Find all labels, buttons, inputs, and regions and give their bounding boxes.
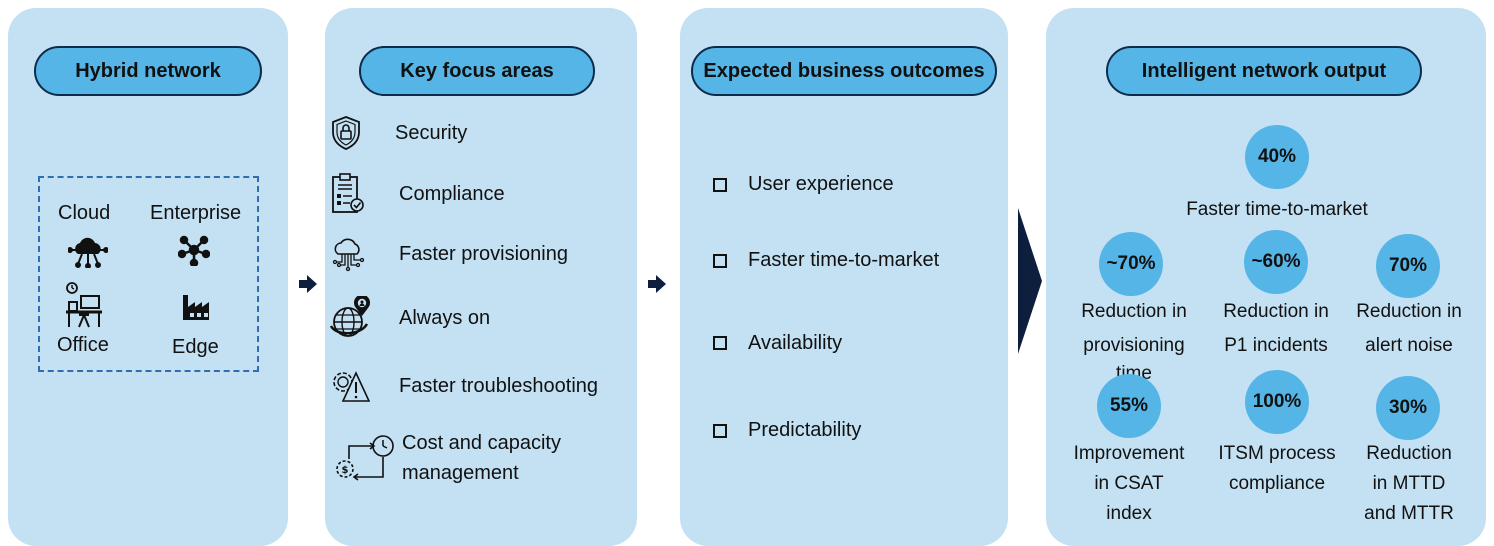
metric-label: ITSM process bbox=[1218, 443, 1336, 464]
focus-label-always-on: Always on bbox=[399, 306, 491, 329]
checkbox-icon bbox=[713, 178, 727, 192]
chevron-right-icon bbox=[1018, 208, 1042, 354]
office-label: Office bbox=[57, 334, 109, 356]
metric-label: index bbox=[1106, 503, 1152, 524]
cloud-label: Cloud bbox=[58, 202, 111, 224]
cloud-network-icon bbox=[68, 237, 108, 268]
focus-label-faster-provisioning: Faster provisioning bbox=[399, 242, 568, 265]
checkbox-icon bbox=[713, 424, 727, 438]
expected-business-outcomes-title: Expected business outcomes bbox=[691, 46, 997, 96]
metric-value-circle: ~70% bbox=[1099, 232, 1163, 296]
metric-value-circle: ~60% bbox=[1244, 230, 1308, 294]
hybrid-network-title: Hybrid network bbox=[34, 46, 262, 96]
metric-label: Faster time-to-market bbox=[1186, 199, 1368, 220]
focus-label-faster-troubleshooting: Faster troubleshooting bbox=[399, 374, 599, 397]
enterprise-label: Enterprise bbox=[150, 202, 242, 224]
metric-label: P1 incidents bbox=[1224, 335, 1328, 356]
focus-label-compliance: Compliance bbox=[399, 182, 505, 205]
svg-text:$: $ bbox=[342, 465, 349, 476]
metric-label: Improvement bbox=[1073, 443, 1185, 464]
hub-network-icon bbox=[178, 235, 210, 266]
metric-label: alert noise bbox=[1365, 335, 1453, 356]
gear-warning-icon bbox=[333, 371, 370, 402]
outcome-availability: Availability bbox=[748, 332, 843, 354]
globe-user-icon bbox=[330, 296, 370, 337]
metric-label: Reduction in bbox=[1081, 301, 1187, 322]
intelligent-network-output-title: Intelligent network output bbox=[1106, 46, 1422, 96]
cloud-circuit-icon bbox=[332, 238, 365, 272]
focus-item-faster-provisioning: Faster provisioning bbox=[330, 236, 568, 272]
metric-label: in MTTD bbox=[1372, 473, 1446, 494]
expected-business-outcomes-panel bbox=[680, 8, 1008, 546]
key-focus-areas-title: Key focus areas bbox=[359, 46, 595, 96]
metric-label: compliance bbox=[1228, 473, 1326, 494]
checkbox-icon bbox=[713, 336, 727, 350]
metric-value-circle: 30% bbox=[1376, 376, 1440, 440]
metric-label: Reduction bbox=[1366, 443, 1452, 464]
focus-item-security: Security bbox=[330, 115, 467, 151]
clipboard-check-icon bbox=[332, 173, 364, 213]
arrow-right-icon bbox=[299, 275, 317, 293]
factory-icon bbox=[183, 295, 209, 320]
arrow-right-icon bbox=[648, 275, 666, 293]
metric-value-circle: 70% bbox=[1376, 234, 1440, 298]
edge-label: Edge bbox=[172, 336, 219, 358]
checkbox-icon bbox=[713, 254, 727, 268]
metric-value-circle: 55% bbox=[1097, 374, 1161, 438]
key-focus-areas-panel bbox=[325, 8, 637, 546]
focus-item-compliance: Compliance bbox=[330, 172, 505, 216]
focus-item-faster-troubleshooting: Faster troubleshooting bbox=[330, 367, 598, 405]
cost-cycle-icon: $ bbox=[336, 435, 394, 481]
metric-label: Reduction in bbox=[1356, 301, 1462, 322]
metric-label: in CSAT bbox=[1094, 473, 1164, 494]
outcome-faster-time-to-market: Faster time-to-market bbox=[748, 249, 940, 271]
metric-label: Reduction in bbox=[1223, 301, 1329, 322]
focus-label-cost-line2: management bbox=[402, 462, 519, 484]
hybrid-network-panel bbox=[8, 8, 288, 546]
shield-lock-icon bbox=[332, 116, 360, 150]
focus-label-cost-line1: Cost and capacity bbox=[402, 432, 561, 454]
focus-item-always-on: Always on bbox=[330, 296, 490, 340]
hybrid-network-group bbox=[38, 176, 259, 372]
outcome-user-experience: User experience bbox=[748, 173, 894, 195]
metric-value-circle: 100% bbox=[1245, 370, 1309, 434]
metric-value-circle: 40% bbox=[1245, 125, 1309, 189]
outcome-predictability: Predictability bbox=[748, 419, 862, 441]
office-desk-icon bbox=[66, 282, 102, 328]
focus-label-security: Security bbox=[395, 121, 468, 144]
metric-label: and MTTR bbox=[1364, 503, 1454, 524]
